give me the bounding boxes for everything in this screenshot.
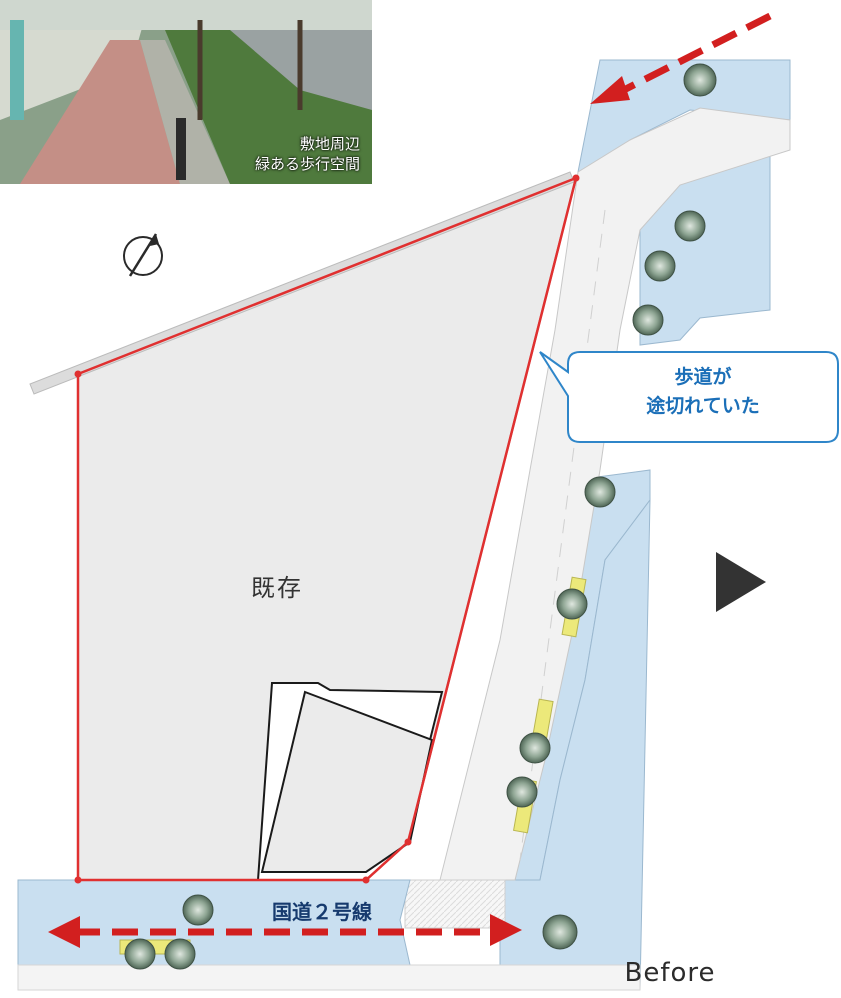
tree-icon [556, 588, 588, 620]
tree-icon [683, 63, 717, 97]
site-lot [77, 176, 578, 881]
south-sidewalk [17, 879, 641, 991]
tree-icon [584, 476, 616, 508]
callout-line1: 歩道が [674, 366, 732, 388]
tree-icon [674, 210, 706, 242]
tree-icon [164, 938, 196, 970]
east-road [439, 107, 791, 881]
approach-arrow [590, 12, 772, 104]
east-sidewalk [499, 59, 791, 991]
tree-icon [519, 732, 551, 764]
existing-building-label: 既存 [251, 574, 303, 602]
tree-icon [644, 250, 676, 282]
photo-inset: 敷地周辺 緑ある歩行空間 [0, 0, 372, 184]
before-label: Before [624, 958, 716, 988]
callout-text: 歩道が 途切れていた [572, 363, 834, 421]
photo-caption: 敷地周辺 緑ある歩行空間 [255, 134, 360, 174]
route-arrow [48, 914, 522, 948]
tree-icon [506, 776, 538, 808]
site-photo [0, 0, 372, 184]
site-boundary [76, 175, 578, 882]
tree-icon [182, 894, 214, 926]
next-arrow-icon [716, 552, 766, 612]
tree-icon [124, 938, 156, 970]
national-route-label: 国道２号線 [272, 900, 372, 924]
callout-bubble [539, 351, 839, 443]
photo-caption-line1: 敷地周辺 [299, 135, 360, 153]
tree-icon [542, 914, 578, 950]
trees [124, 63, 717, 970]
crosswalk [404, 879, 506, 929]
callout-line2: 途切れていた [646, 395, 760, 417]
boundary-vertices [74, 174, 580, 884]
tree-icon [632, 304, 664, 336]
photo-caption-line2: 緑ある歩行空間 [254, 155, 360, 173]
north-arrow-icon [123, 233, 163, 277]
